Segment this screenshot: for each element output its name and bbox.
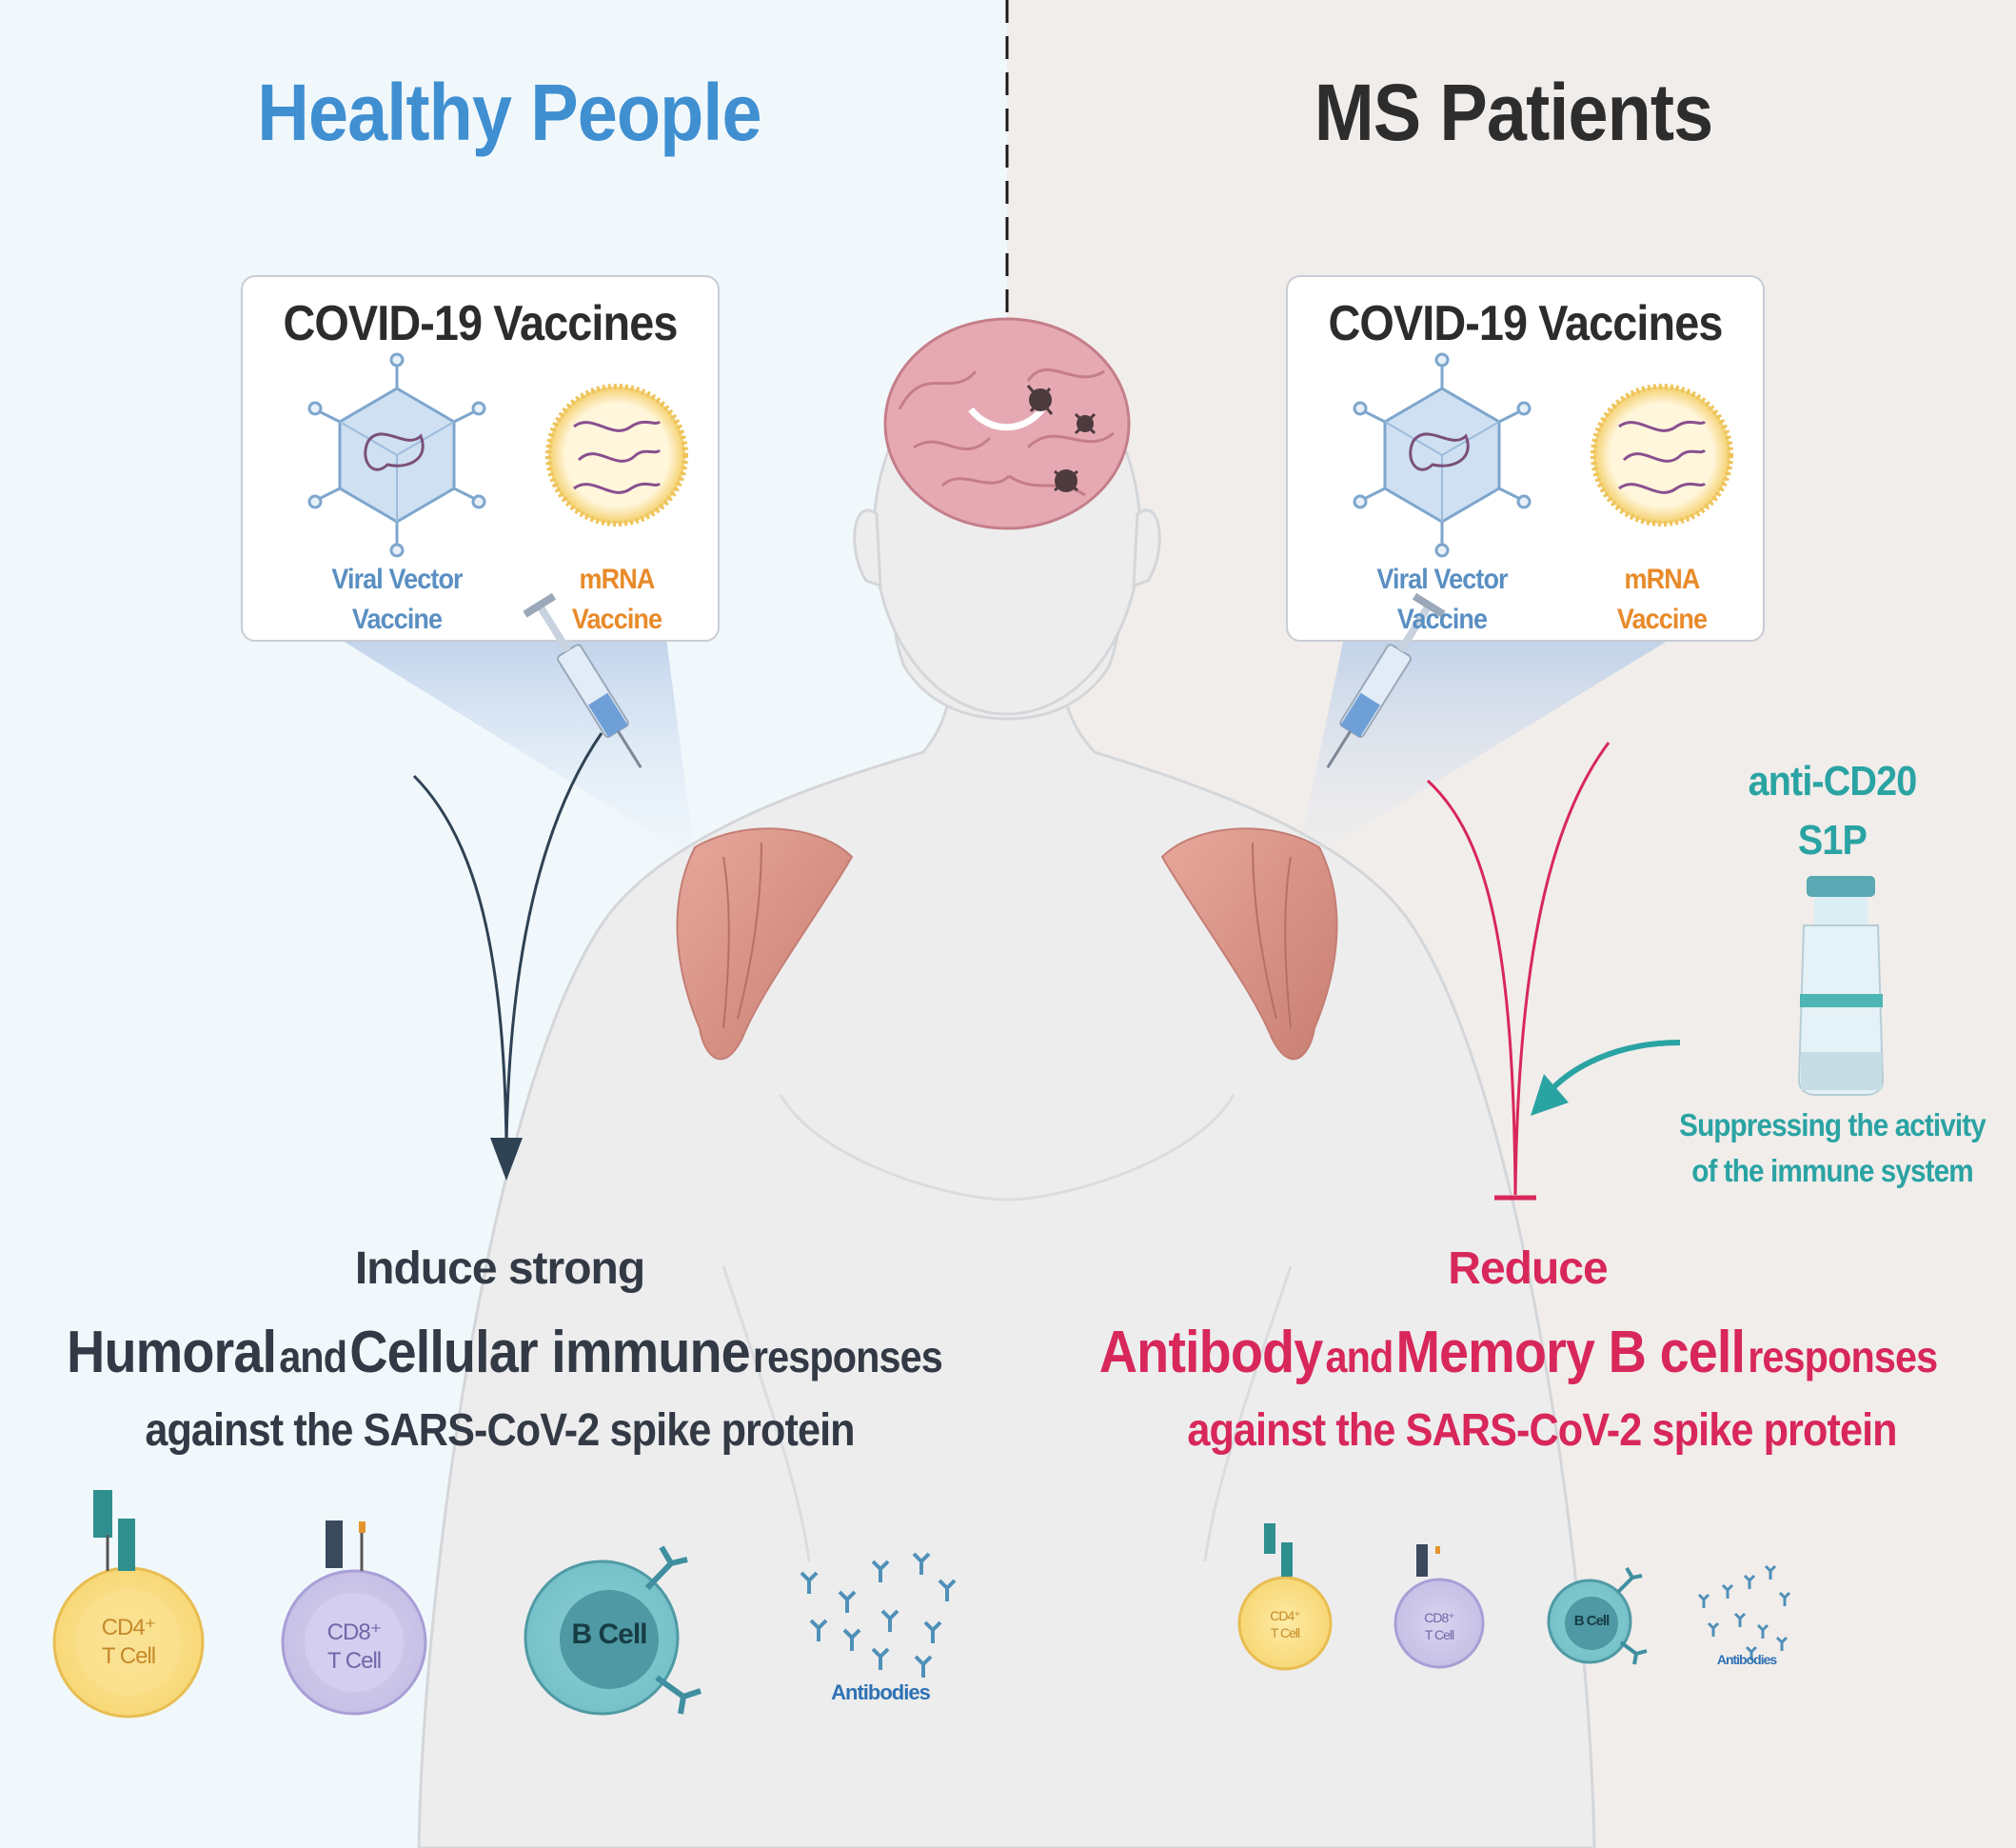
vaccines-box-title-left: COVID-19 Vaccines <box>283 296 679 351</box>
cd8-label-right: CD8⁺ T Cell <box>1411 1609 1468 1643</box>
antibodies-label-right: Antibodies <box>1716 1652 1777 1667</box>
beam-left <box>338 638 714 871</box>
memory-b-cell-text: Memory B cell <box>1395 1320 1746 1385</box>
suppression-note: Suppressing the activity of the immune s… <box>1670 1103 1995 1194</box>
cd8-t-cell-right <box>1393 1544 1485 1669</box>
induce-arrowhead <box>490 1138 523 1181</box>
cd4-line2: T Cell <box>101 1643 156 1669</box>
cd4-label-left: CD4⁺ T Cell <box>81 1614 176 1671</box>
viral-vector-line2: Vaccine <box>1396 604 1488 635</box>
syringe-right <box>1326 592 1446 768</box>
antibodies-cluster-left <box>800 1552 957 1678</box>
suppression-arrow <box>1544 1040 1681 1097</box>
vaccine-box-right <box>1286 275 1765 642</box>
mrna-line2: Vaccine <box>571 604 662 635</box>
brain-illustration <box>883 317 1131 530</box>
mrna-label-left: mRNA Vaccine <box>548 560 685 640</box>
vaccines-box-title-right: COVID-19 Vaccines <box>1328 296 1724 351</box>
viral-vector-line2: Vaccine <box>351 604 443 635</box>
viral-vector-icon-left <box>307 352 486 558</box>
cd4-t-cell-right <box>1237 1523 1333 1671</box>
s1p-text: S1P <box>1797 817 1868 864</box>
drug-names: anti-CD20 S1P <box>1712 752 1952 870</box>
vaccine-box-left <box>241 275 720 642</box>
healthy-people-title: Healthy People <box>257 68 761 157</box>
mrna-line1: mRNA <box>1624 564 1701 595</box>
cd4-label-right: CD4⁺ T Cell <box>1256 1607 1314 1641</box>
bcell-label-right: B Cell <box>1573 1613 1611 1629</box>
mrna-icon-left <box>545 384 688 527</box>
antibody-text: Antibody <box>1098 1320 1323 1385</box>
right-response-line2: against the SARS-CoV-2 spike protein <box>1187 1405 1897 1456</box>
ms-patients-title: MS Patients <box>1314 68 1713 157</box>
suppression-arrowhead <box>1531 1074 1569 1116</box>
induce-strong-text: Induce strong <box>354 1243 645 1294</box>
cd4-line1: CD4⁺ <box>1270 1608 1300 1623</box>
induce-arrow <box>412 732 603 1148</box>
viral-vector-line1: Viral Vector <box>331 564 463 595</box>
viral-vector-label-right: Viral Vector Vaccine <box>1365 560 1519 640</box>
cd4-t-cell-left <box>52 1490 205 1719</box>
mrna-icon-right <box>1591 384 1733 527</box>
bcell-label-left: B Cell <box>571 1619 647 1650</box>
syringe-left <box>523 592 642 768</box>
deltoid-muscle-left <box>676 827 854 1061</box>
right-response-line1: Antibody and Memory B cell responses <box>1077 1319 1960 1386</box>
cd8-line1: CD8⁺ <box>1424 1610 1454 1625</box>
mrna-line2: Vaccine <box>1616 604 1708 635</box>
b-cell-right <box>1547 1566 1648 1665</box>
left-response-line2: against the SARS-CoV-2 spike protein <box>145 1405 855 1456</box>
suppression-line1: Suppressing the activity <box>1679 1107 1986 1143</box>
responses-text-left: responses <box>752 1332 943 1381</box>
cd8-line2: T Cell <box>1424 1627 1454 1642</box>
cd8-line2: T Cell <box>326 1648 382 1674</box>
and-text-right: and <box>1325 1332 1393 1381</box>
suppression-line2: of the immune system <box>1691 1153 1973 1188</box>
responses-text-right: responses <box>1748 1332 1938 1381</box>
cellular-immune-text: Cellular immune <box>349 1320 751 1385</box>
and-text-left: and <box>279 1332 347 1381</box>
anti-cd20-text: anti-CD20 <box>1748 758 1918 805</box>
reduce-text: Reduce <box>1448 1243 1608 1294</box>
viral-vector-label-left: Viral Vector Vaccine <box>320 560 474 640</box>
mrna-label-right: mRNA Vaccine <box>1593 560 1730 640</box>
deltoid-muscle-right <box>1160 827 1338 1061</box>
viral-vector-icon-right <box>1353 352 1532 558</box>
b-cell-left <box>524 1545 702 1716</box>
drug-vial-icon <box>1797 876 1885 1096</box>
mrna-line1: mRNA <box>579 564 656 595</box>
antibodies-label-left: Antibodies <box>831 1680 931 1704</box>
viral-vector-line1: Viral Vector <box>1376 564 1508 595</box>
cd8-line1: CD8⁺ <box>326 1619 383 1645</box>
left-response-line1: Humoral and Cellular immune responses <box>59 1319 950 1386</box>
cd4-line1: CD4⁺ <box>101 1615 157 1640</box>
cd8-t-cell-left <box>281 1520 427 1716</box>
humoral-text: Humoral <box>67 1320 277 1385</box>
reduce-inhibitor-line <box>1426 742 1611 1196</box>
antibodies-cluster-right <box>1697 1564 1791 1660</box>
cd4-line2: T Cell <box>1270 1625 1300 1640</box>
cd8-label-left: CD8⁺ T Cell <box>306 1619 402 1676</box>
